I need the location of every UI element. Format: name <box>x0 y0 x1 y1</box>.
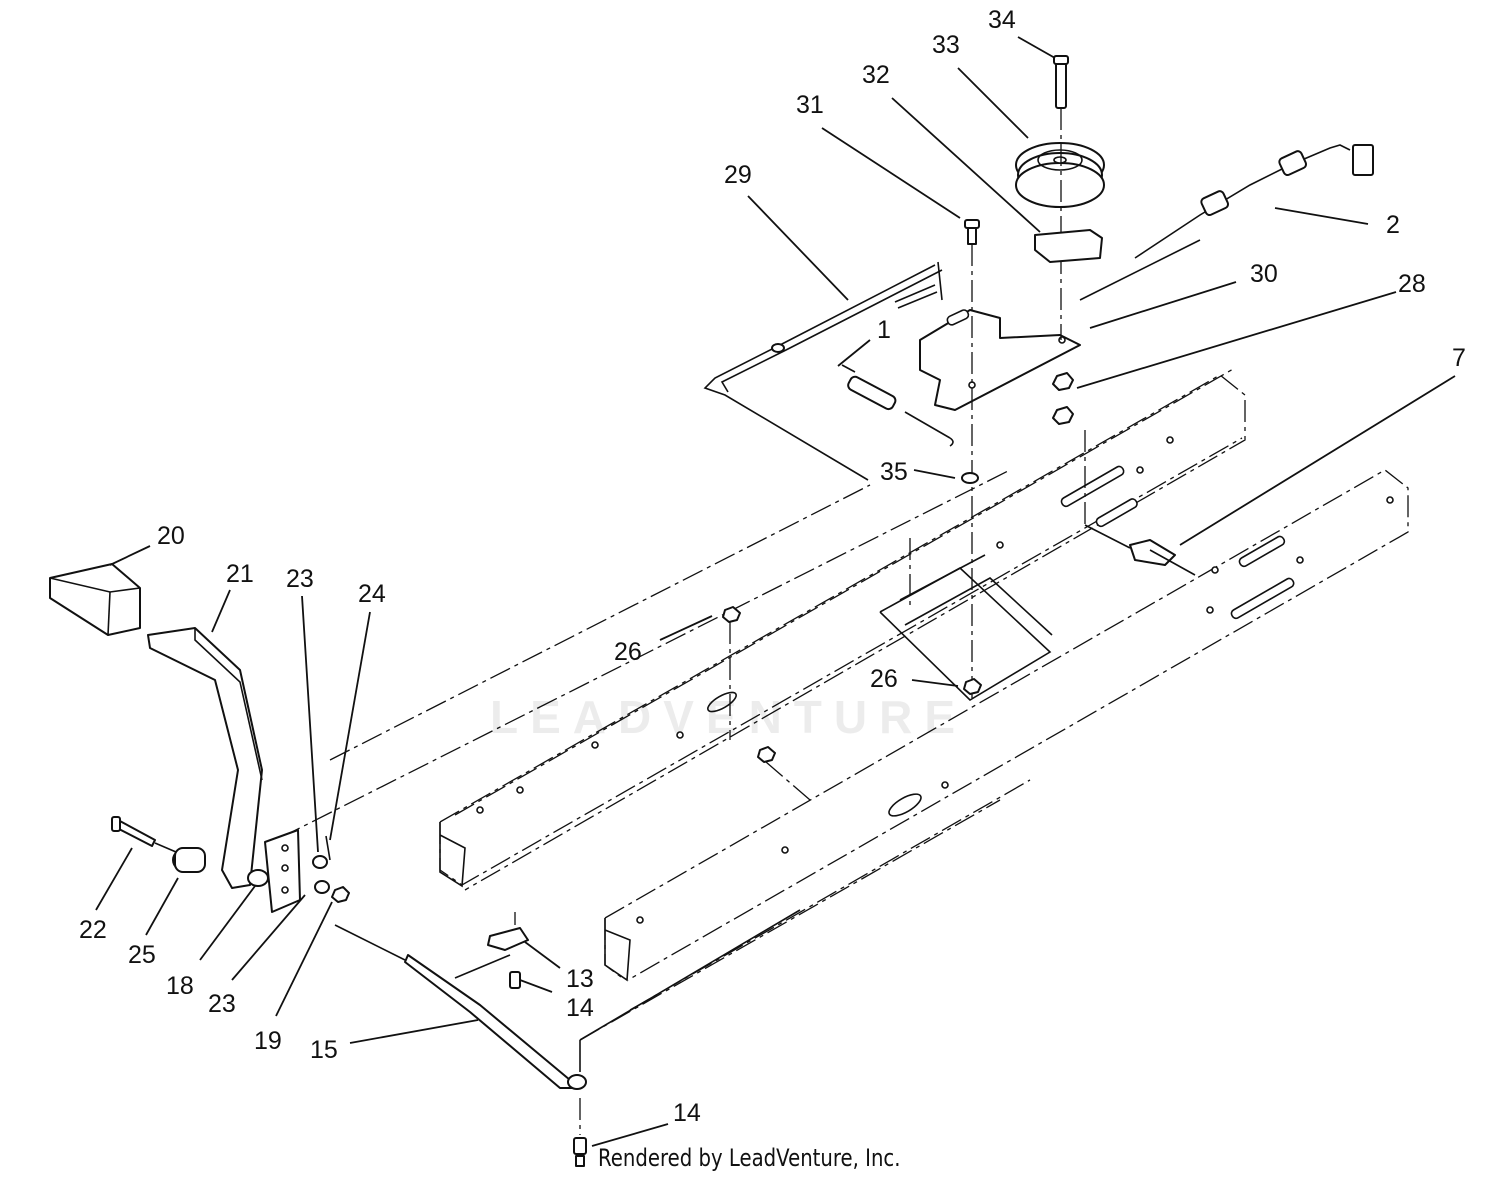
callout-24[interactable]: 24 <box>358 580 386 608</box>
spring-and-hardware <box>722 372 1196 801</box>
callout-14-lower[interactable]: 14 <box>673 1099 701 1127</box>
callout-26-right[interactable]: 26 <box>870 665 898 693</box>
callout-30[interactable]: 30 <box>1250 260 1278 288</box>
callout-34[interactable]: 34 <box>988 6 1016 34</box>
idler-assembly <box>919 55 1374 700</box>
callout-14-upper[interactable]: 14 <box>566 994 594 1022</box>
callout-25[interactable]: 25 <box>128 941 156 969</box>
callout-26-left[interactable]: 26 <box>614 638 642 666</box>
callout-21[interactable]: 21 <box>226 560 254 588</box>
callout-23-lower[interactable]: 23 <box>208 990 236 1018</box>
callout-7[interactable]: 7 <box>1452 344 1466 372</box>
callout-13[interactable]: 13 <box>566 965 594 993</box>
watermark: LEADVENTURE <box>490 691 968 743</box>
brake-pedal-assembly <box>49 563 801 1167</box>
callout-29[interactable]: 29 <box>724 161 752 189</box>
callout-15[interactable]: 15 <box>310 1036 338 1064</box>
callout-18[interactable]: 18 <box>166 972 194 1000</box>
callout-23-upper[interactable]: 23 <box>286 565 314 593</box>
callout-35[interactable]: 35 <box>880 458 908 486</box>
render-credit: Rendered by LeadVenture, Inc. <box>598 1144 901 1172</box>
callout-19[interactable]: 19 <box>254 1027 282 1055</box>
callout-22[interactable]: 22 <box>79 916 107 944</box>
callout-20[interactable]: 20 <box>157 522 185 550</box>
callout-33[interactable]: 33 <box>932 31 960 59</box>
leader-lines <box>95 36 1456 1147</box>
callout-31[interactable]: 31 <box>796 91 824 119</box>
callout-32[interactable]: 32 <box>862 61 890 89</box>
brake-rod-assembly <box>703 261 954 481</box>
callout-1[interactable]: 1 <box>877 316 891 344</box>
callout-2[interactable]: 2 <box>1386 211 1400 239</box>
callout-28[interactable]: 28 <box>1398 270 1426 298</box>
